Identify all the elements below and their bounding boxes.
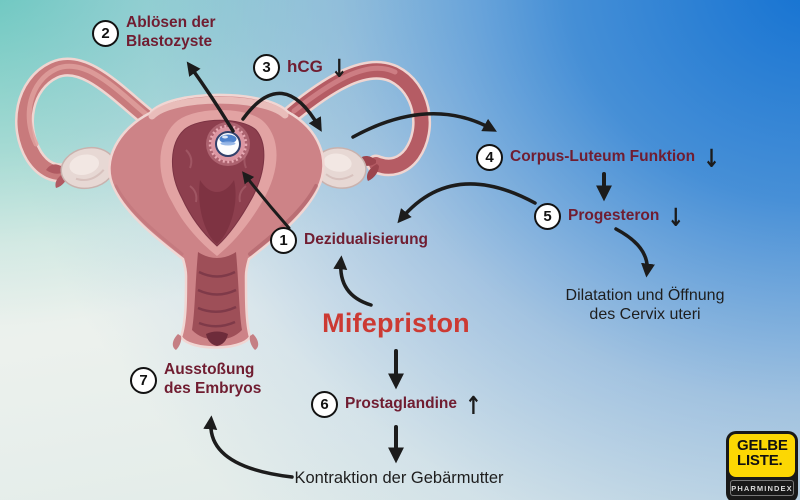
step-4-corpus-luteum-funktion: 4 Corpus-Luteum Funktion ↓ [476, 144, 720, 171]
blastocyst [206, 122, 250, 166]
step-number-badge: 6 [311, 391, 338, 418]
arrow-mifepriston-to-dezidualisierung [333, 255, 373, 307]
down-arrow-glyph: ↓ [667, 201, 685, 232]
step-label: Ausstoßung des Embryos [164, 361, 262, 397]
step-number-badge: 3 [253, 54, 280, 81]
arrow-to-corpus-luteum [351, 112, 497, 139]
arrow-progesteron-to-dezidualisierung [397, 182, 537, 224]
step-number-badge: 5 [534, 203, 561, 230]
arrow-progesteron-to-dilatation [614, 227, 655, 278]
uterus-illustration [14, 57, 432, 350]
logo-subtitle: PHARMINDEX [730, 480, 794, 496]
flow-arrows [186, 61, 655, 479]
step-number-badge: 1 [270, 227, 297, 254]
arrow-blastocyst-detachment [186, 61, 235, 133]
right-fallopian-tube [282, 60, 432, 181]
logo-yellow-box: GELBE LISTE. [729, 434, 795, 477]
logo-line2: LISTE. [737, 451, 783, 469]
step-5-progesteron: 5 Progesteron ↓ [534, 203, 684, 230]
drug-title: Mifepriston [322, 308, 470, 338]
gelbe-liste-logo: GELBE LISTE. PHARMINDEX [726, 431, 798, 500]
step-number-badge: 4 [476, 144, 503, 171]
step-7-ausstossung-embryos: 7 Ausstoßung des Embryos [130, 360, 261, 400]
note-uterus-contraction: Kontraktion der Gebärmutter [294, 469, 504, 487]
arrow-dezidualisierung-to-uterus [242, 171, 291, 230]
step-number-badge: 7 [130, 366, 157, 394]
step-label: Corpus-Luteum Funktion [510, 148, 696, 166]
step-number-badge: 2 [92, 19, 119, 47]
step-label: hCG [287, 57, 323, 77]
step-label: Progesteron [568, 207, 660, 225]
left-ovary [60, 146, 116, 190]
step-label: Dezidualisierung [304, 231, 429, 249]
arrow-hcg-decline [241, 91, 322, 132]
step-1-dezidualisierung: 1 Dezidualisierung [270, 227, 428, 254]
down-arrow-glyph: ↓ [703, 142, 720, 173]
down-arrow-glyph: ↓ [330, 52, 348, 83]
up-arrow-glyph: ↑ [464, 389, 482, 420]
step-2-abloesen-blastozyste: 2 Ablösen der Blastozyste [92, 13, 216, 53]
note-cervix-dilatation: Dilatation und Öffnung des Cervix uteri [565, 287, 725, 323]
cervix-canal [172, 252, 259, 350]
logo-line1: GELBE [737, 437, 788, 454]
step-6-prostaglandine: 6 Prostaglandine ↑ [311, 391, 482, 418]
step-3-hcg: 3 hCG ↓ [253, 54, 348, 81]
arrow-kontraktion-to-ausstossung [203, 415, 294, 479]
step-label: Ablösen der Blastozyste [126, 14, 216, 50]
step-label: Prostaglandine [345, 395, 457, 413]
